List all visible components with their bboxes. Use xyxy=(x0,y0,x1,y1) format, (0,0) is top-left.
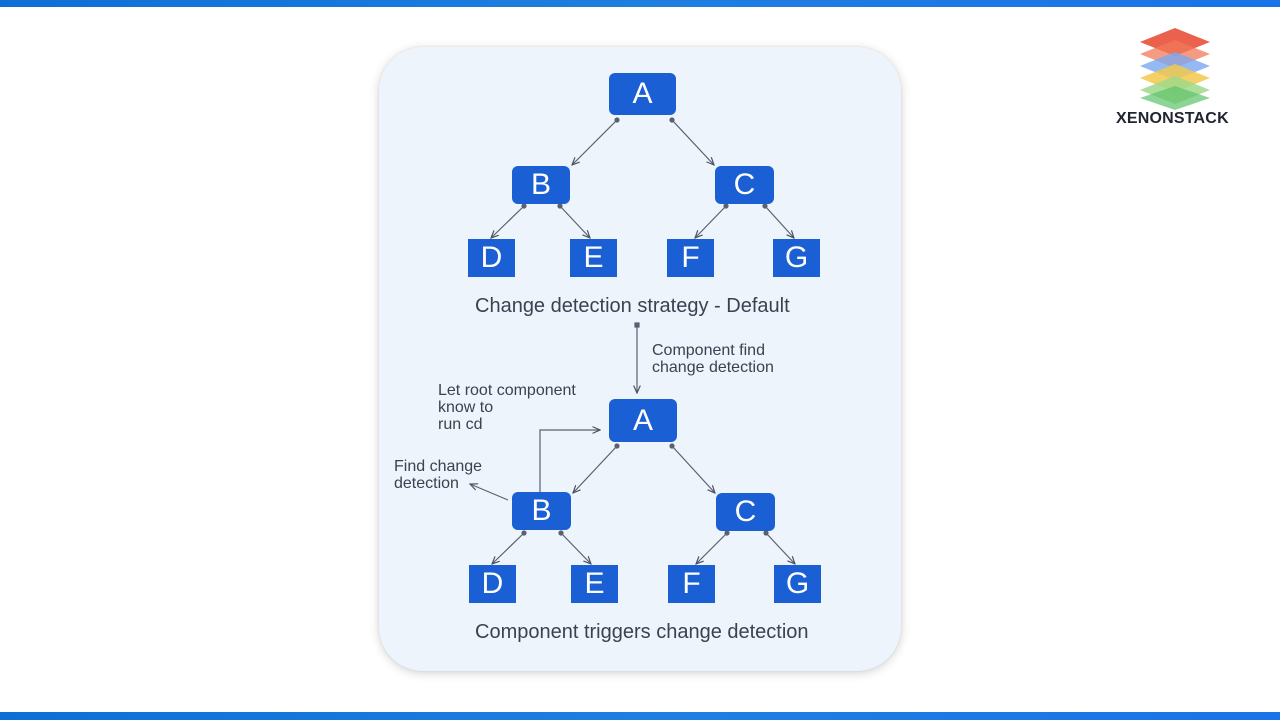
connector-label-line1: Component find xyxy=(652,342,765,359)
top-node-c: C xyxy=(715,166,774,204)
note-root-line2: know to xyxy=(438,399,494,416)
bottom-node-c: C xyxy=(716,493,775,531)
note-root-line3: run cd xyxy=(438,416,483,433)
top-node-e: E xyxy=(570,239,617,277)
edge-bottom-a-b xyxy=(573,445,618,493)
bottom-accent-bar xyxy=(0,712,1280,720)
top-accent-bar xyxy=(0,0,1280,7)
brand-name: XENONSTACK xyxy=(1116,110,1229,127)
connector-lines xyxy=(379,117,901,671)
edge-top-b-d xyxy=(491,205,525,238)
top-node-d: D xyxy=(468,239,515,277)
edge-bottom-b-d xyxy=(492,532,525,564)
note-root-line1: Let root component xyxy=(438,382,576,399)
connector-label: Component find change detection xyxy=(652,342,774,376)
edge-bottom-b-e xyxy=(560,532,591,564)
edge-find-change xyxy=(470,484,509,501)
edge-bottom-a-c xyxy=(671,445,715,493)
connector-label-line2: change detection xyxy=(652,359,774,376)
edge-top-c-g xyxy=(764,205,794,238)
edge-top-b-e xyxy=(559,205,590,238)
bottom-node-g: G xyxy=(774,565,821,603)
top-node-g: G xyxy=(773,239,820,277)
top-tree-caption: Change detection strategy - Default xyxy=(475,295,790,317)
bottom-tree-caption: Component triggers change detection xyxy=(475,621,809,643)
note-find-line1: Find change xyxy=(394,458,483,475)
edge-top-c-f xyxy=(695,205,727,238)
note-find-change: Find change detection xyxy=(394,458,482,492)
note-root-component: Let root component know to run cd xyxy=(438,382,576,433)
bottom-node-d: D xyxy=(469,565,516,603)
top-node-f: F xyxy=(667,239,714,277)
top-node-b: B xyxy=(512,166,570,204)
bottom-node-e: E xyxy=(571,565,618,603)
bottom-node-f: F xyxy=(668,565,715,603)
diagram-card: A B C D E F G Change detection strategy … xyxy=(379,47,901,671)
note-find-line2: detection xyxy=(394,475,459,492)
top-node-a: A xyxy=(609,73,676,115)
edge-bottom-c-g xyxy=(765,532,795,564)
bottom-node-a: A xyxy=(609,399,677,442)
edge-b-notify-root xyxy=(539,430,600,495)
edge-top-a-c xyxy=(671,119,714,165)
edge-bottom-c-f xyxy=(696,532,728,564)
bottom-node-b: B xyxy=(512,492,571,530)
edge-top-a-b xyxy=(572,119,618,165)
xenonstack-logo-icon xyxy=(1140,28,1210,110)
